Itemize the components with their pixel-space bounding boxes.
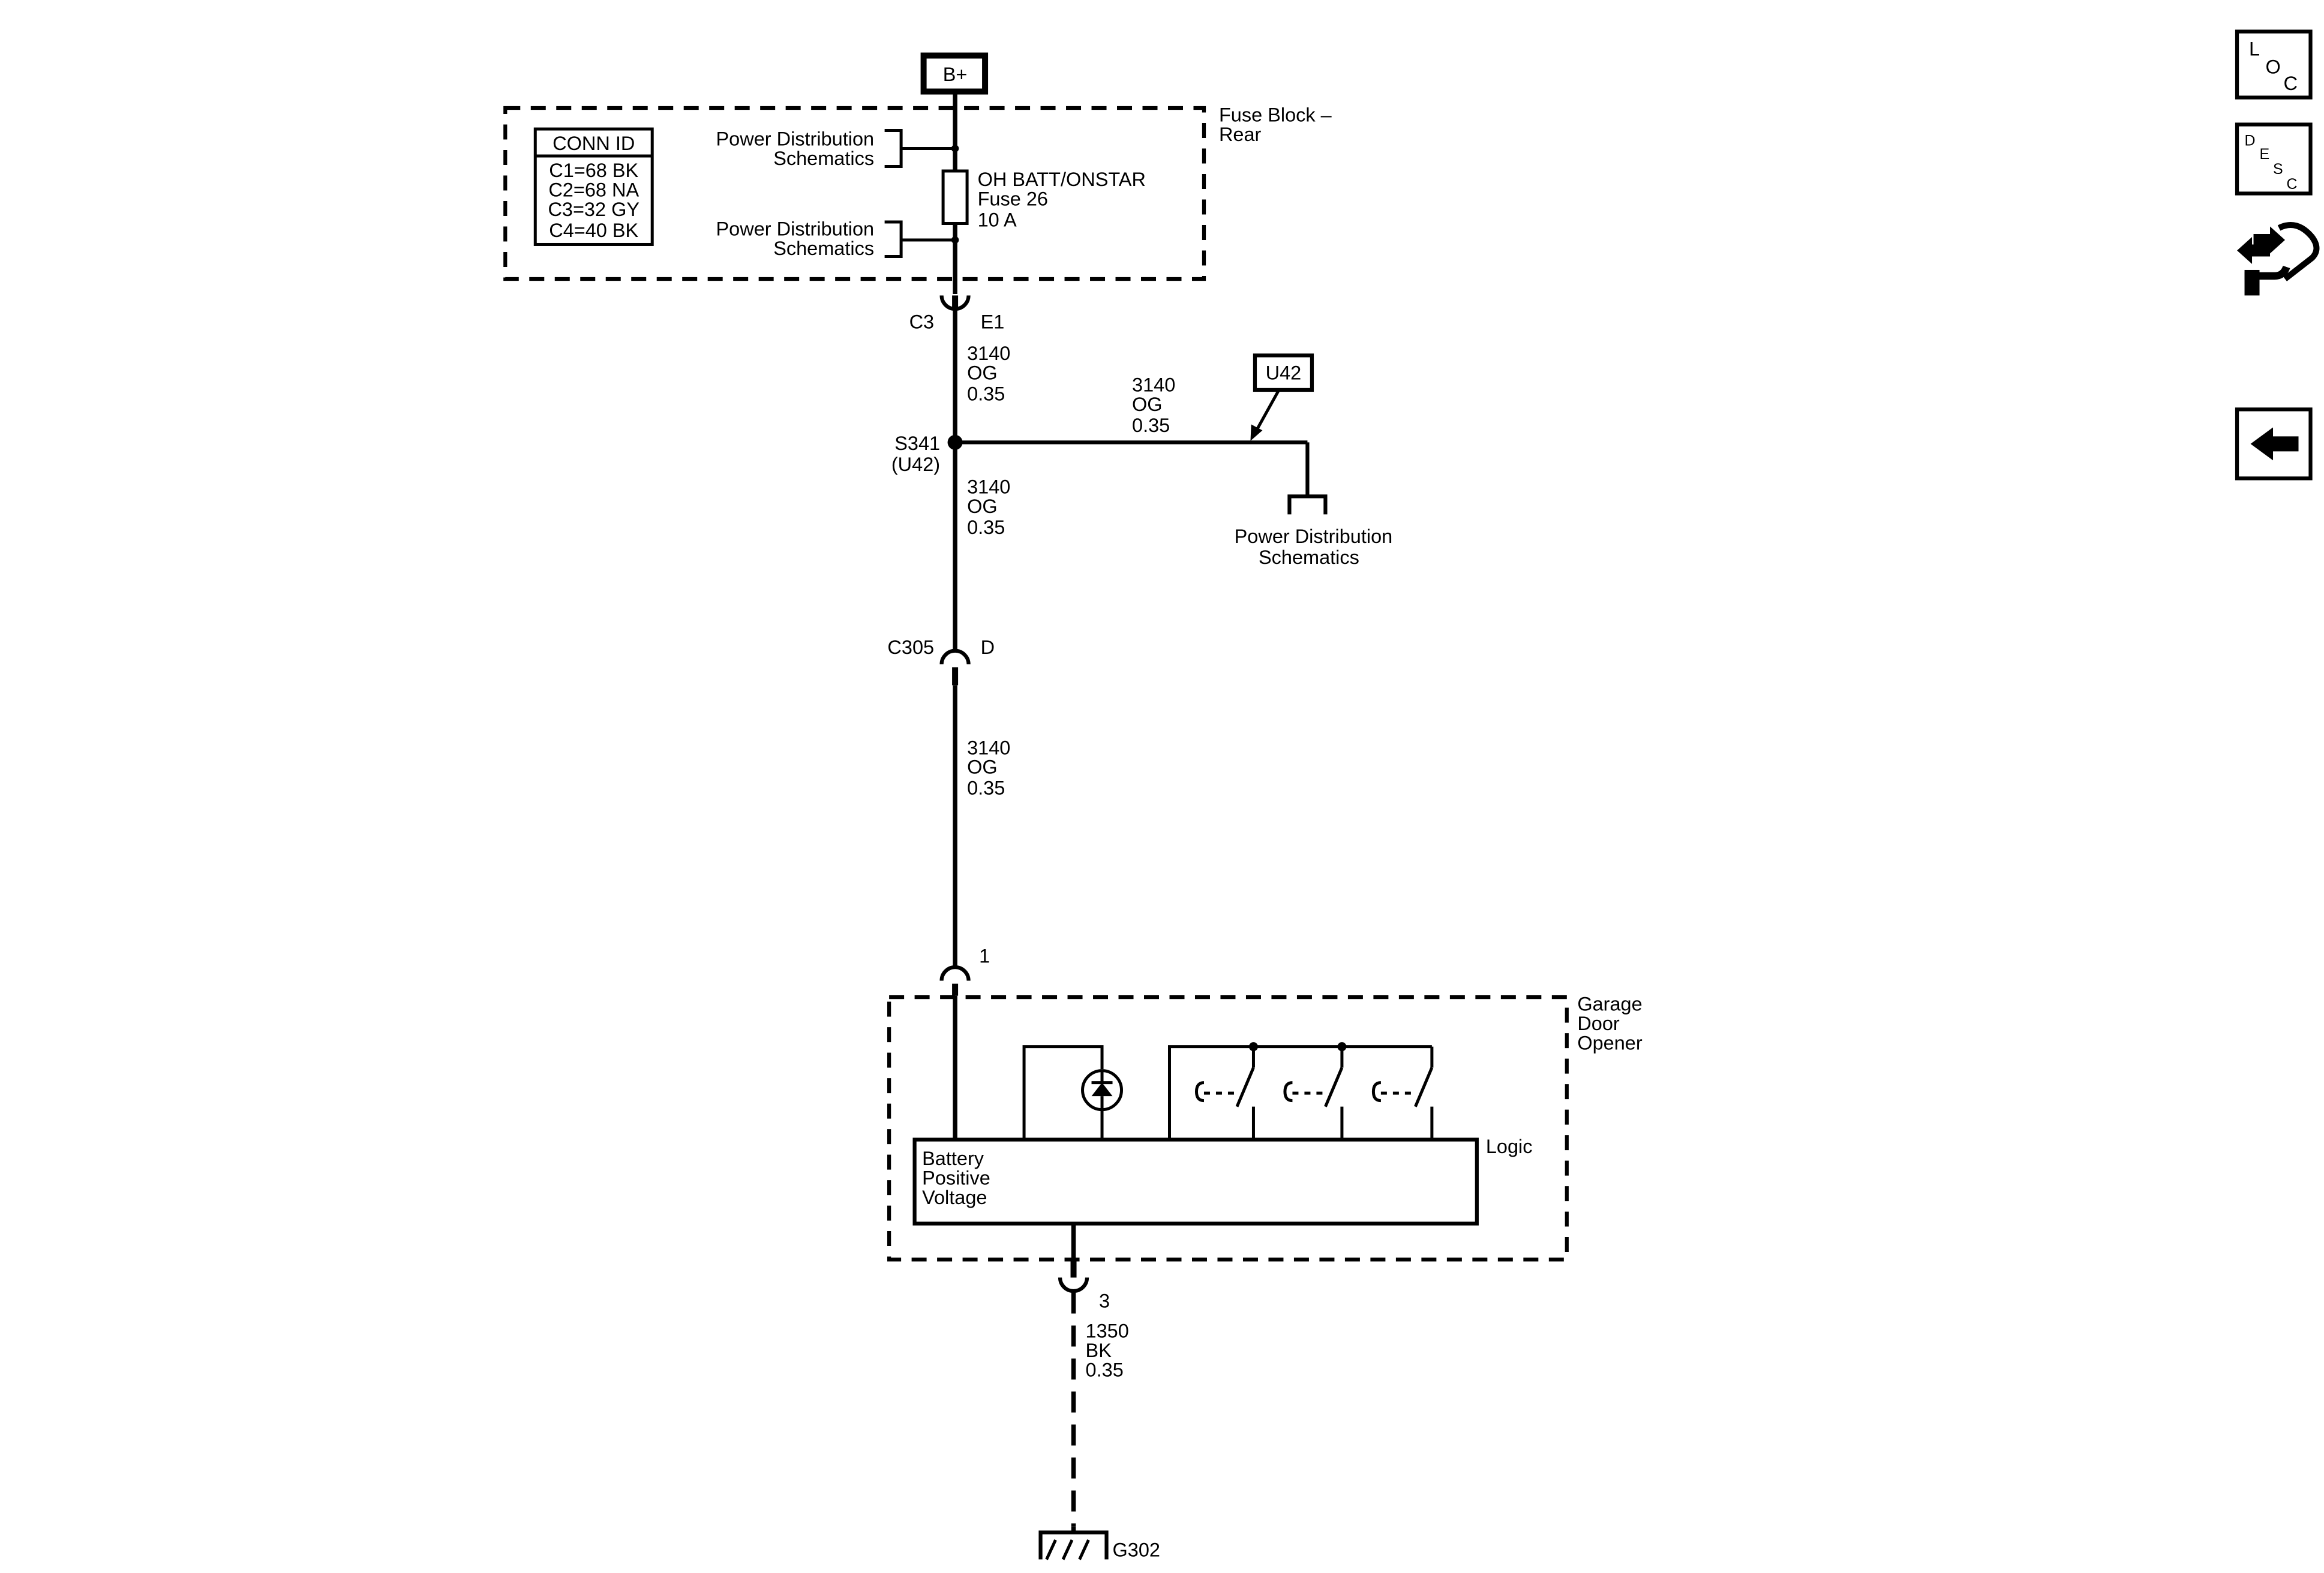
- logic-block: Logic Battery Positive Voltage: [912, 1136, 1533, 1226]
- locator-letter: L: [2249, 38, 2260, 60]
- fuse-26: OH BATT/ONSTAR Fuse 26 10 A: [941, 169, 1146, 230]
- power-dist-top-line2: Schematics: [773, 148, 874, 169]
- option-flag-label: U42: [1266, 362, 1302, 383]
- wire-gauge: 0.35: [1132, 415, 1170, 436]
- description-letter: E: [2260, 146, 2270, 163]
- input-label-line3: Voltage: [922, 1187, 987, 1208]
- conn-id-table: CONN ID C1=68 BK C2=68 NA C3=32 GY C4=40…: [533, 127, 654, 246]
- battery-source-label: B+: [943, 64, 968, 85]
- battery-source: B+: [920, 52, 989, 95]
- wire-circuit: 1350: [1086, 1320, 1129, 1342]
- back-button[interactable]: [2235, 407, 2313, 481]
- fuse-block-name-line1: Fuse Block –: [1219, 104, 1332, 126]
- wire-gauge: 0.35: [967, 778, 1005, 799]
- splice-option: (U42): [891, 454, 940, 475]
- splice-name: S341: [894, 433, 940, 454]
- wire-color: OG: [967, 757, 998, 778]
- connector-end-view-icon[interactable]: [2237, 222, 2320, 296]
- wire-circuit: 3140: [967, 343, 1010, 364]
- input-label-line2: Positive: [922, 1167, 990, 1189]
- fuse-block-rear: Fuse Block – Rear CONN ID C1=68 BK C2=68…: [503, 104, 1332, 281]
- description-letter: C: [2287, 176, 2298, 193]
- junction-dot: [951, 145, 959, 152]
- conn-id-header: CONN ID: [553, 133, 635, 154]
- conn-id-row: C3=32 GY: [548, 199, 639, 220]
- gdo-name-line1: Garage: [1577, 993, 1642, 1015]
- fuse-number: Fuse 26: [978, 188, 1048, 210]
- gdo-connector-pin-1: 1: [939, 945, 990, 996]
- connector-c305: C305 D: [887, 637, 995, 686]
- led-indicator: [1022, 1045, 1124, 1140]
- gdo-name-line2: Door: [1577, 1013, 1620, 1034]
- power-dist-top-line1: Power Distribution: [716, 128, 875, 150]
- wire-gauge: 0.35: [1086, 1359, 1124, 1380]
- back-arrow-icon: [2250, 427, 2299, 461]
- input-label-line1: Battery: [922, 1148, 984, 1169]
- connector-c3-pin: E1: [981, 311, 1005, 332]
- junction-dot: [1337, 1042, 1347, 1052]
- power-distribution-ref-branch[interactable]: Power Distribution Schematics: [1235, 526, 1393, 568]
- junction-dot: [951, 236, 959, 244]
- locator-letter: O: [2266, 56, 2281, 78]
- junction-dot: [1248, 1042, 1258, 1052]
- wire-color: OG: [1132, 394, 1163, 415]
- description-letter: S: [2273, 161, 2283, 178]
- option-flag-u42: U42: [1250, 353, 1314, 441]
- connector-c305-pin: D: [981, 637, 995, 658]
- wire-color: OG: [967, 362, 998, 383]
- power-distribution-ref-bottom[interactable]: Power Distribution Schematics: [716, 218, 956, 259]
- description-letter: D: [2245, 133, 2256, 149]
- fuse-name: OH BATT/ONSTAR: [978, 169, 1146, 190]
- locator-letter: C: [2284, 73, 2298, 94]
- power-distribution-ref-top[interactable]: Power Distribution Schematics: [716, 128, 956, 169]
- conn-id-row: C2=68 NA: [548, 179, 639, 201]
- wire-gauge: 0.35: [967, 383, 1005, 404]
- wire-label-3140-b: 3140 OG 0.35: [967, 476, 1010, 538]
- wire-color: OG: [967, 496, 998, 517]
- conn-id-row: C1=68 BK: [549, 160, 638, 181]
- wire-circuit: 3140: [967, 476, 1010, 497]
- gdo-pin-1-label: 1: [979, 945, 990, 967]
- wire-label-3140-c: 3140 OG 0.35: [967, 737, 1010, 798]
- locator-button[interactable]: L O C: [2235, 29, 2313, 100]
- wire-circuit: 3140: [1132, 374, 1175, 395]
- description-button[interactable]: D E S C: [2235, 122, 2313, 196]
- gdo-connector-pin-3: 3: [1058, 1259, 1110, 1312]
- fuse-rating: 10 A: [978, 209, 1017, 230]
- ground-g302: G302: [1038, 1526, 1160, 1560]
- gdo-name-line3: Opener: [1577, 1032, 1643, 1054]
- splice-s341: S341 (U42): [891, 433, 963, 475]
- gdo-pin-3-label: 3: [1099, 1290, 1110, 1312]
- wire-label-3140-branch: 3140 OG 0.35: [1132, 374, 1175, 436]
- wire-gauge: 0.35: [967, 517, 1005, 538]
- power-dist-branch-line1: Power Distribution: [1235, 526, 1393, 547]
- ground-name: G302: [1113, 1539, 1160, 1560]
- logic-label: Logic: [1486, 1136, 1533, 1157]
- power-dist-bottom-line2: Schematics: [773, 238, 874, 259]
- garage-door-opener: Garage Door Opener: [887, 993, 1643, 1274]
- connector-c305-name: C305: [887, 637, 934, 658]
- fuse-block-name-line2: Rear: [1219, 124, 1262, 145]
- power-dist-branch-line2: Schematics: [1259, 547, 1359, 568]
- button-switches: [1167, 1045, 1434, 1140]
- wire-circuit: 3140: [967, 737, 1010, 758]
- wire-color: BK: [1086, 1340, 1112, 1361]
- connector-c3-name: C3: [909, 311, 935, 332]
- wire-label-1350: 1350 BK 0.35: [1086, 1320, 1129, 1381]
- branch-wire: [955, 440, 1328, 515]
- conn-id-row: C4=40 BK: [549, 220, 638, 241]
- power-dist-bottom-line1: Power Distribution: [716, 218, 875, 239]
- wire-label-3140-a: 3140 OG 0.35: [967, 343, 1010, 404]
